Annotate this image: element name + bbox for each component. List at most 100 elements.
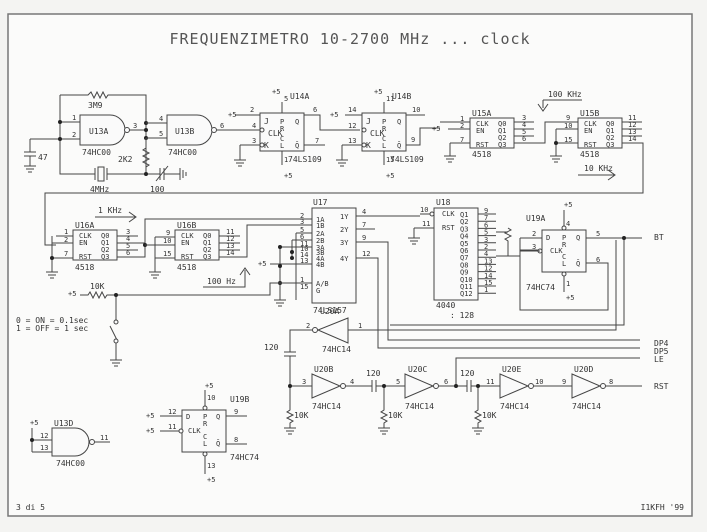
svg-text:+5: +5 [258, 260, 266, 268]
u17-multiplexer: U17 74LS157 1A21B32A52B63A113B104A144B13… [258, 198, 640, 349]
freq-100khz-label: 100 KHz [548, 90, 582, 99]
svg-text:P: P [382, 118, 386, 126]
divider-pin-number: 13 [484, 257, 492, 265]
svg-text:EN: EN [476, 127, 484, 135]
svg-text:4040: 4040 [436, 301, 455, 310]
svg-text:K: K [264, 141, 269, 150]
svg-text:4: 4 [566, 220, 570, 228]
svg-text:C: C [203, 433, 207, 441]
mux-input-label: G [316, 287, 320, 295]
svg-text:+5: +5 [386, 172, 394, 180]
svg-text:C: C [382, 135, 386, 143]
mux-pin-number: 9 [362, 234, 366, 242]
divider-pin-number: 1 [484, 286, 488, 294]
svg-text:14: 14 [628, 135, 636, 143]
svg-text:6: 6 [522, 135, 526, 143]
svg-text:10: 10 [420, 206, 428, 214]
svg-text:U20D: U20D [574, 365, 593, 374]
mux-output-label: 2Y [340, 226, 349, 234]
svg-text:13: 13 [628, 128, 636, 136]
divider-output-label: Q5 [460, 240, 468, 248]
svg-text:13: 13 [40, 444, 48, 452]
mux-pin-number: 3 [300, 218, 304, 226]
svg-text:4518: 4518 [177, 263, 196, 272]
svg-text:D: D [546, 234, 550, 242]
svg-text:11: 11 [168, 423, 176, 431]
svg-text:10: 10 [163, 237, 171, 245]
svg-text:+5: +5 [68, 290, 76, 298]
divider-pin-number: 15 [484, 279, 492, 287]
mux-output-label: 4Y [340, 255, 349, 263]
svg-text:R: R [382, 125, 387, 133]
svg-text:11: 11 [100, 434, 108, 442]
svg-text:12: 12 [226, 235, 234, 243]
svg-text:15: 15 [564, 136, 572, 144]
svg-text:U20C: U20C [408, 365, 427, 374]
svg-text:120: 120 [264, 343, 279, 352]
mux-pin-number: 13 [300, 257, 308, 265]
svg-text:CLK: CLK [370, 129, 385, 138]
svg-text:U18: U18 [436, 198, 451, 207]
svg-text:Q3: Q3 [203, 253, 211, 261]
u20d-inverter [571, 373, 602, 399]
svg-text:Q1: Q1 [101, 239, 109, 247]
svg-text:1: 1 [284, 156, 288, 164]
svg-text:74HC74: 74HC74 [526, 283, 555, 292]
divider-pin-number: 3 [484, 236, 488, 244]
svg-text:120: 120 [366, 369, 381, 378]
svg-text:10: 10 [535, 378, 543, 386]
svg-text:120: 120 [460, 369, 475, 378]
mux-pin-number: 15 [300, 283, 308, 291]
svg-text:U15A: U15A [472, 109, 491, 118]
svg-text:12: 12 [348, 122, 356, 130]
svg-text:1: 1 [72, 114, 76, 122]
mux-input-label: 1A [316, 216, 325, 224]
svg-text:3: 3 [302, 378, 306, 386]
mux-pin-number: 10 [300, 245, 308, 253]
svg-text:+5: +5 [374, 88, 382, 96]
svg-text:RST: RST [584, 141, 597, 149]
svg-text:CLK: CLK [188, 427, 201, 435]
svg-text:14: 14 [348, 106, 356, 114]
svg-text:11: 11 [628, 114, 636, 122]
page-number: 3 di 5 [16, 503, 45, 512]
svg-text:4: 4 [350, 378, 354, 386]
svg-text:U17: U17 [313, 198, 328, 207]
mux-pin-number: 6 [300, 233, 304, 241]
svg-text:Q̄: Q̄ [295, 141, 299, 150]
svg-text:+5: +5 [146, 412, 154, 420]
svg-text:3: 3 [522, 114, 526, 122]
svg-text:Q0: Q0 [101, 232, 109, 240]
svg-text:Q: Q [295, 118, 299, 126]
mux-input-label: A/B [316, 280, 329, 288]
svg-text:2: 2 [532, 230, 536, 238]
u13a-type: 74HC00 [82, 148, 111, 157]
svg-text:Q3: Q3 [101, 253, 109, 261]
output-rst-label: RST [654, 382, 669, 391]
mux-pin-number: 14 [300, 251, 308, 259]
svg-text:74HC14: 74HC14 [405, 402, 434, 411]
svg-text:Q2: Q2 [606, 134, 614, 142]
svg-text:J: J [366, 117, 371, 126]
freq-1khz-label: 1 KHz [98, 206, 122, 215]
switch-note-off: 1 = OFF = 1 sec [16, 324, 88, 333]
mux-input-label: 3A [316, 244, 325, 252]
svg-text:+5: +5 [205, 382, 213, 390]
svg-text:C: C [280, 135, 284, 143]
mux-pin-number: 4 [362, 208, 366, 216]
mux-output-label: 1Y [340, 213, 349, 221]
svg-text:74HC14: 74HC14 [312, 402, 341, 411]
svg-text:: 128: : 128 [450, 311, 474, 320]
divider-output-label: Q11 [460, 283, 473, 291]
svg-text:3: 3 [252, 137, 256, 145]
svg-text:Q0: Q0 [606, 120, 614, 128]
svg-text:11: 11 [226, 228, 234, 236]
mux-pin-number: 1 [300, 276, 304, 284]
divider-output-label: Q8 [460, 261, 468, 269]
svg-text:CLK: CLK [181, 232, 194, 240]
svg-text:6: 6 [596, 256, 600, 264]
svg-text:2: 2 [250, 106, 254, 114]
svg-text:5: 5 [284, 95, 288, 103]
